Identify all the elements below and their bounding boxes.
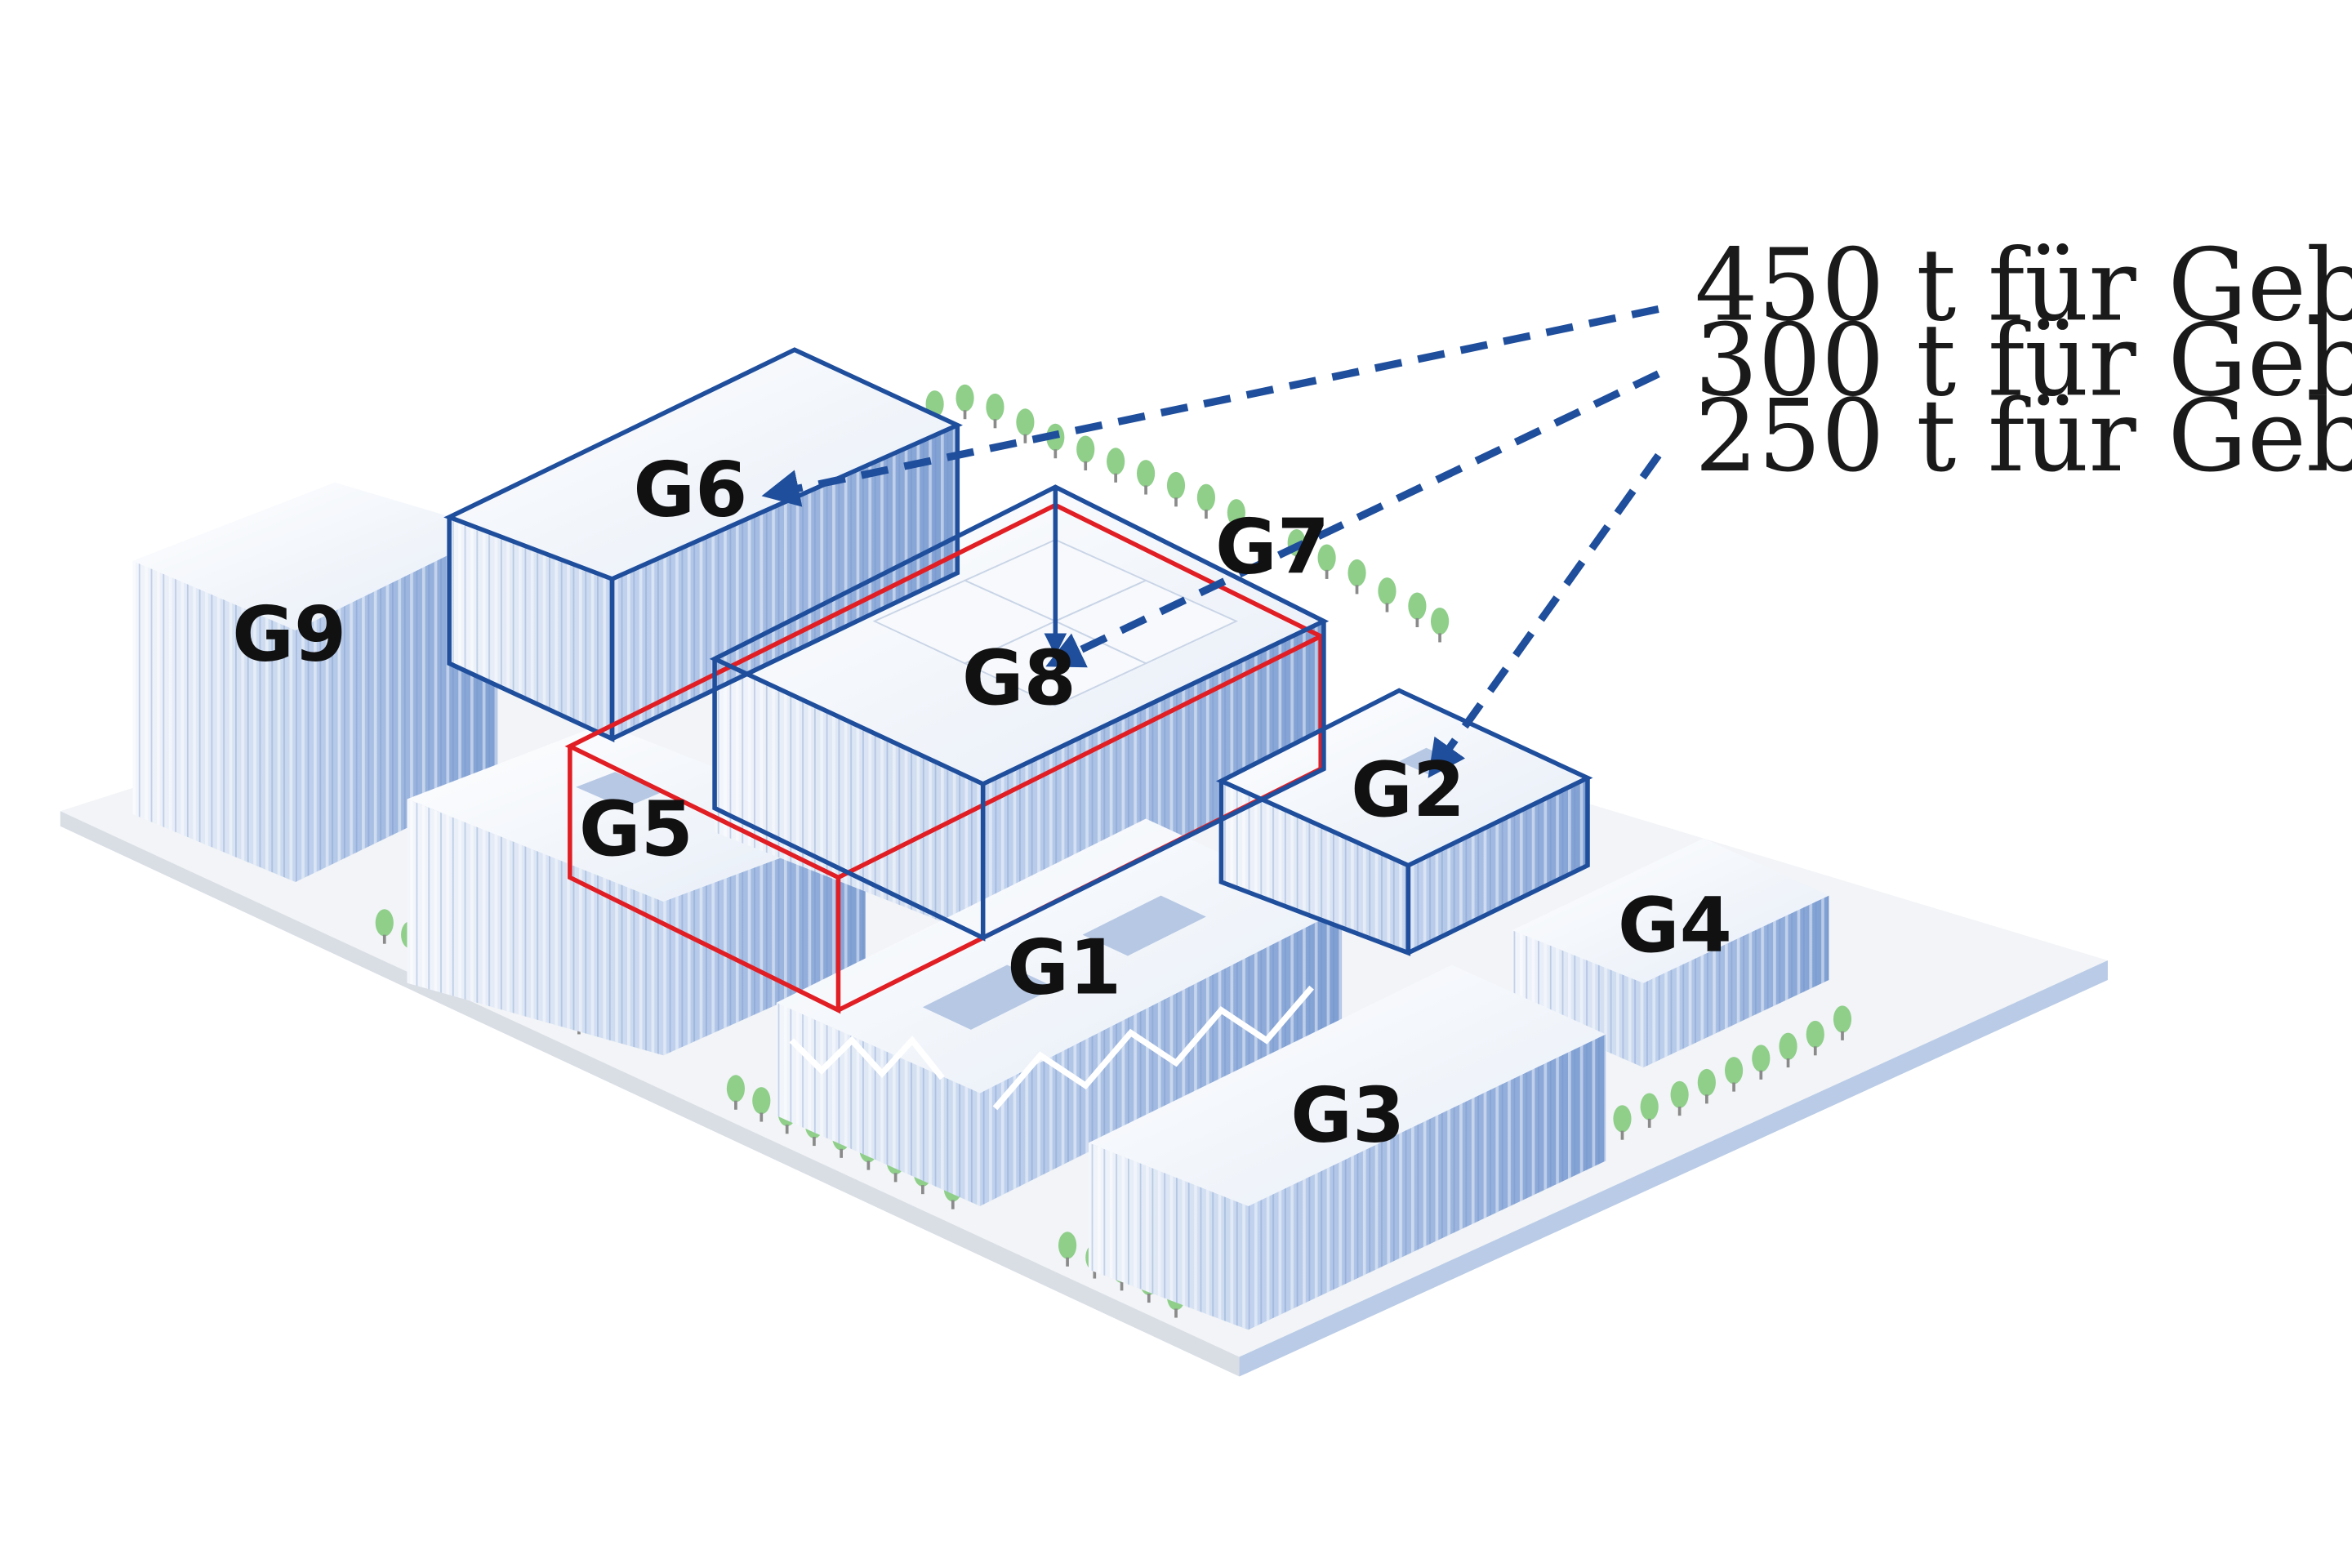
tree (1779, 1032, 1797, 1060)
arrow-to-g2 (1428, 452, 1662, 778)
tree-trunk (1174, 1308, 1178, 1318)
tree-trunk (1235, 524, 1238, 534)
tree (1833, 1005, 1852, 1033)
tree (1697, 1068, 1716, 1097)
tree-trunk (951, 1200, 955, 1209)
building-g5 (407, 724, 866, 1056)
tree-trunk (1174, 497, 1178, 507)
tree-trunk (382, 934, 386, 944)
tree-trunk (1647, 1118, 1651, 1128)
tree-trunk (840, 1148, 843, 1158)
tree (1431, 608, 1450, 635)
tree-trunk (921, 1185, 924, 1195)
tree (1107, 448, 1125, 475)
tree-trunk (1415, 617, 1419, 627)
tree (1016, 408, 1035, 436)
building-g1 (776, 818, 1343, 1206)
tree-trunk (1120, 1281, 1124, 1291)
tree (986, 393, 1004, 421)
tree-trunk (1114, 473, 1117, 483)
tree-trunk (785, 1125, 789, 1134)
tree-trunk (1385, 603, 1389, 612)
building-g3 (1088, 964, 1606, 1330)
legend-line-g2: 250 t für Gebäude 2 (1695, 378, 2352, 494)
tree (1348, 559, 1366, 587)
tree-trunk (1294, 555, 1298, 564)
tree-trunk (734, 1100, 737, 1110)
label-g5: G5 (579, 785, 693, 873)
tree (1670, 1080, 1689, 1108)
tree-trunk (1084, 461, 1088, 470)
tree (1806, 1020, 1824, 1049)
label-g7: G7 (1215, 503, 1330, 591)
tree-trunk (1093, 1269, 1097, 1279)
tree (1378, 577, 1396, 605)
tree-trunk (1438, 633, 1441, 643)
tree (752, 1087, 771, 1115)
tree-trunk (1705, 1094, 1708, 1104)
building-g6 (449, 350, 958, 739)
tree-trunk (1023, 434, 1027, 443)
tree (1752, 1045, 1771, 1072)
tree (375, 909, 394, 937)
tree-trunk (1205, 510, 1208, 519)
label-g4: G4 (1618, 881, 1732, 969)
tree (1076, 435, 1095, 463)
label-g9: G9 (232, 590, 346, 679)
tree-trunk (1620, 1130, 1624, 1140)
tree-trunk (1325, 569, 1329, 579)
tree-trunk (813, 1137, 816, 1147)
tree-trunk (993, 419, 997, 429)
tree-trunk (1732, 1082, 1735, 1092)
tree (1408, 592, 1427, 620)
tree (1317, 544, 1336, 572)
tree-trunk (1144, 485, 1147, 495)
tree (726, 1075, 745, 1102)
building-g4 (1512, 838, 1829, 1068)
tree-trunk (1786, 1058, 1790, 1068)
tree-trunk (1677, 1107, 1682, 1116)
label-g6: G6 (633, 445, 747, 533)
tree (1227, 499, 1245, 527)
tree (1137, 460, 1156, 488)
frame-g6 (443, 347, 964, 742)
tree (1613, 1105, 1632, 1133)
legend-line-g8: 300 t für Gebäude 8 (1695, 303, 2352, 419)
tree-trunk (963, 410, 967, 420)
label-g8: G8 (962, 634, 1076, 722)
label-g3: G3 (1290, 1071, 1405, 1160)
frame-g8 (709, 484, 1330, 942)
arrow-to-g8 (1045, 370, 1660, 668)
tree-trunk (893, 1173, 898, 1183)
tree (1166, 471, 1186, 500)
tree-trunk (760, 1112, 764, 1122)
tree (1640, 1093, 1659, 1120)
tree-trunk (1759, 1070, 1763, 1080)
tree-trunk (866, 1160, 871, 1170)
legend-line-g6: 450 t für Gebäude 6 (1695, 227, 2352, 343)
leader-arrows (761, 305, 1662, 778)
arrow-to-g6 (761, 305, 1659, 507)
tree (956, 384, 974, 412)
tonnage-legend: 450 t für Gebäude 6 300 t für Gebäude 8 … (1695, 227, 2352, 494)
tree (1725, 1057, 1744, 1085)
frame-g2 (1215, 688, 1593, 956)
tree (1058, 1232, 1077, 1259)
tree-trunk (1841, 1031, 1844, 1040)
label-g1: G1 (1007, 924, 1121, 1012)
tree-trunk (1355, 585, 1359, 595)
tree-trunk (1066, 1257, 1069, 1267)
tree (1196, 483, 1215, 511)
tree-trunk (1147, 1294, 1151, 1303)
tree-trunk (1054, 449, 1058, 459)
label-g2: G2 (1351, 746, 1465, 834)
tree-trunk (1813, 1046, 1817, 1056)
